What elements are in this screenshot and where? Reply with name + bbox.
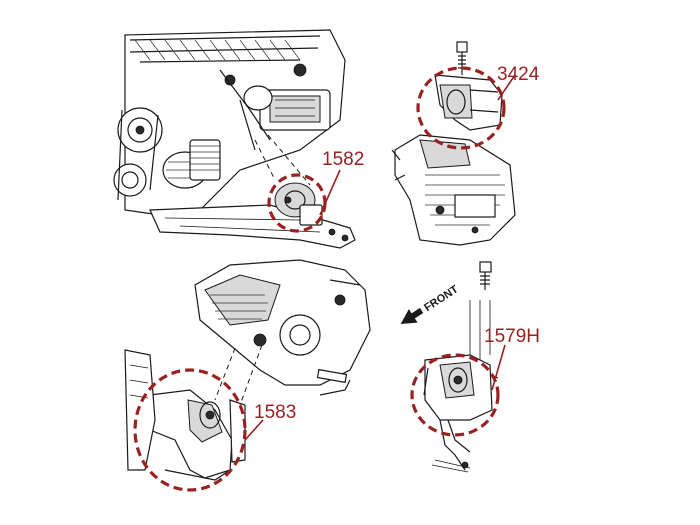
leader-1583 — [244, 419, 264, 441]
leader-1579H — [491, 344, 506, 391]
front-arrow-icon — [400, 307, 424, 325]
callout-circle-1583 — [133, 368, 247, 492]
front-direction-indicator: FRONT — [400, 283, 461, 325]
callout-circle-1579H — [410, 353, 500, 437]
callout-circle-3424 — [416, 66, 506, 150]
leader-1582 — [319, 169, 341, 216]
callout-label-1583: 1583 — [254, 402, 296, 423]
front-label: FRONT — [422, 283, 461, 314]
rear-mount-drawing — [423, 261, 499, 473]
transaxle-mount-drawing — [124, 259, 371, 481]
leader-3424 — [497, 74, 516, 101]
engine-assembly-drawing — [113, 29, 356, 249]
callout-label-1579H: 1579H — [484, 326, 540, 347]
callout-label-3424: 3424 — [497, 64, 540, 85]
callout-label-1582: 1582 — [322, 149, 364, 170]
